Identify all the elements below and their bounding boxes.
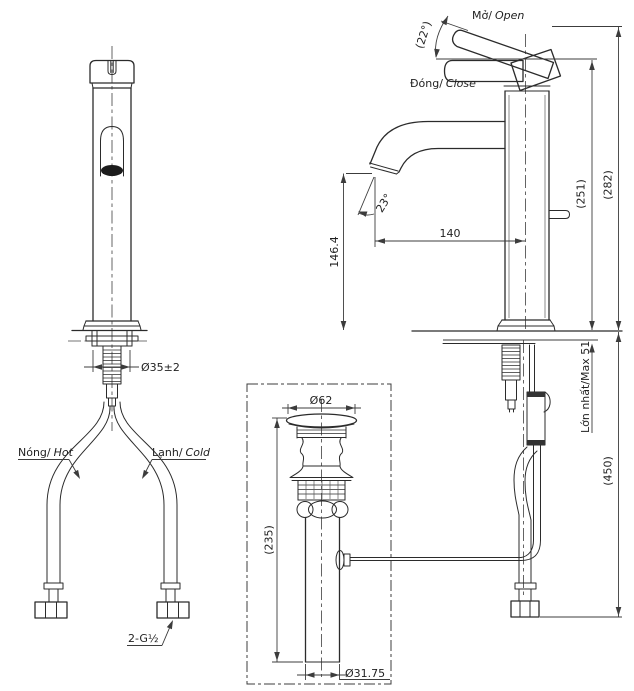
drain-waist-left — [299, 437, 305, 467]
front-view: Ø35±2 Nóng/Hot — [18, 46, 211, 646]
dim-hose-length: (450) — [540, 332, 622, 618]
spout-top — [369, 120, 506, 165]
max-counter-label: Lớn nhất/Max 51 — [579, 341, 592, 433]
temperature-knob — [548, 210, 570, 219]
dim-spout-reach-label: 140 — [440, 227, 461, 240]
hot-label-vi: Nóng/ — [18, 446, 51, 459]
supply-hoses — [34, 401, 190, 619]
close-label-en: Close — [446, 77, 476, 90]
cold-label: Lạnh/Cold — [152, 446, 211, 459]
cold-label-en: Cold — [186, 446, 211, 459]
dim-hose-length-label: (450) — [602, 456, 615, 486]
hot-hose-nut — [34, 601, 68, 619]
open-label-vi: Mở/ — [472, 9, 492, 22]
drain-tailpipe — [304, 516, 341, 663]
lock-plate — [85, 335, 139, 342]
side-hose-nut — [510, 600, 540, 618]
spout-angle-annotation: 23° — [357, 176, 395, 247]
valve-cap — [510, 48, 562, 92]
dim-spout-reach: 140 — [375, 227, 525, 244]
popup-rod-housing — [526, 391, 551, 446]
open-label-en: Open — [495, 9, 524, 22]
handle-lever — [443, 29, 562, 92]
dim-drain-pipe-label: Ø31.75 — [345, 667, 385, 680]
supply-thread-label: 2-G½ — [128, 632, 159, 645]
dim-drain-pipe-diameter: Ø31.75 — [297, 664, 390, 680]
drain-assembly-view: Ø62 — [246, 383, 522, 685]
dim-overall-height-label: (282) — [602, 170, 615, 200]
spout-angle-label: 23° — [373, 191, 394, 214]
spout-opening — [101, 165, 123, 176]
hose-right-edge — [524, 450, 538, 584]
drain-waist-right — [338, 437, 344, 467]
close-label-vi: Đóng/ — [410, 77, 443, 90]
dim-drain-cap-diameter: Ø62 — [282, 394, 361, 414]
drain-flange — [289, 465, 354, 478]
front-base — [68, 320, 148, 347]
side-base — [411, 319, 623, 344]
dim-drain-length-label: (235) — [263, 525, 276, 555]
lever-open-position — [451, 29, 555, 80]
dim-spout-height-label: 146.4 — [328, 236, 341, 268]
open-angle-annotation: (22°) Mở/Open Đóng/Close — [410, 9, 597, 90]
open-angle-label: (22°) — [413, 20, 434, 51]
dim-drain-length: (235) — [263, 417, 303, 663]
close-label: Đóng/Close — [410, 77, 476, 90]
cold-hose-nut — [156, 601, 190, 619]
spout-bottom — [398, 147, 506, 173]
dim-drain-cap-label: Ø62 — [310, 394, 333, 407]
lever-closed-position — [443, 59, 524, 83]
dim-heights: (282) (251) — [552, 26, 622, 330]
side-view: (22°) Mở/Open Đóng/Close 23° — [328, 9, 623, 618]
front-handle — [89, 59, 135, 89]
side-undercounter — [501, 344, 551, 618]
open-label: Mở/Open — [472, 9, 524, 22]
side-body — [369, 85, 570, 321]
popup-rod-horizontal — [335, 550, 522, 570]
hot-label: Nóng/Hot — [18, 446, 74, 459]
cold-label-vi: Lạnh/ — [152, 446, 183, 459]
dim-body-height-label: (251) — [575, 179, 588, 209]
spout-window — [100, 126, 124, 177]
dim-body-diameter-label: Ø35±2 — [141, 361, 180, 374]
accessory-boundary-box — [246, 383, 392, 685]
hose-left-edge — [513, 446, 528, 584]
front-body — [92, 87, 132, 322]
dim-max-counter: Lớn nhất/Max 51 — [579, 341, 595, 433]
dim-spout-height: 146.4 — [328, 173, 372, 330]
hot-label-en: Hot — [54, 446, 74, 459]
front-labels: Nóng/Hot Lạnh/Cold 2-G½ — [18, 446, 211, 646]
dim-body-diameter: Ø35±2 — [84, 350, 180, 374]
